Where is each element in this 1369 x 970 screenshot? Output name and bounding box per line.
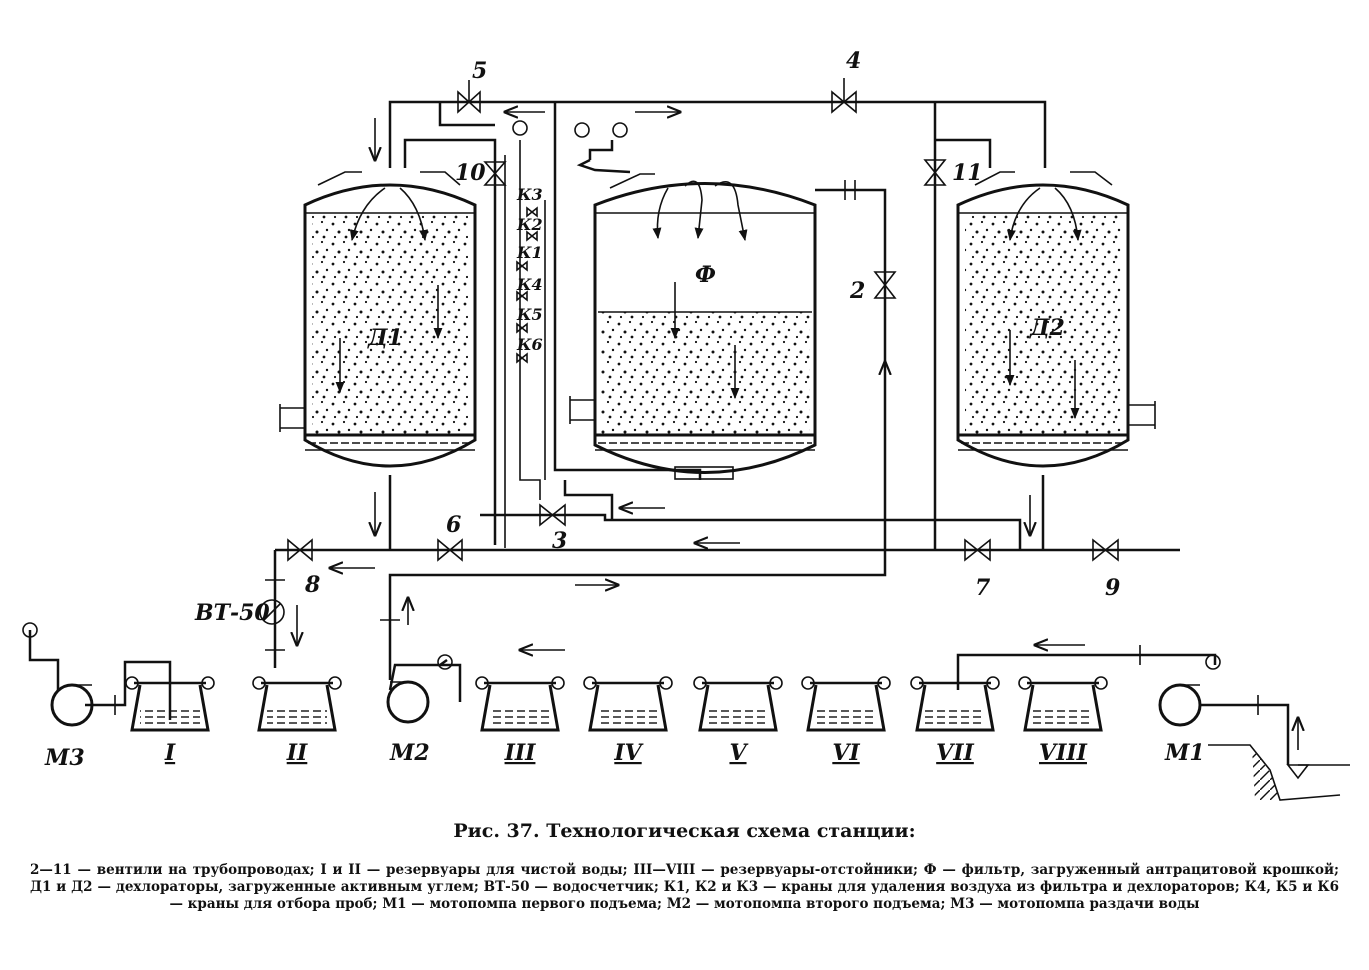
pump-m3-label: М3 [44, 745, 85, 771]
tank-4: IV [583, 676, 673, 766]
pump-m2 [386, 680, 430, 724]
cock-k1-label: К1 [516, 243, 543, 262]
figure-title: Рис. 37. Технологическая схема станции: [453, 820, 916, 842]
dechlorator-d1 [279, 171, 477, 468]
valve-9-label: 9 [1105, 575, 1120, 601]
valve-8-label: 8 [304, 572, 320, 598]
tank-7: VII [910, 676, 1000, 766]
tank-3-label: III [504, 740, 537, 766]
valve-9 [1092, 538, 1119, 562]
valve-7 [964, 538, 991, 562]
valve-3 [539, 503, 566, 527]
pump-m3 [50, 683, 94, 727]
dechlorator-d2 [956, 171, 1156, 468]
dechlorator-1-label: Д1 [367, 325, 403, 351]
cock-k4-label: К4 [516, 275, 543, 294]
pump-m2-label: М2 [389, 740, 430, 766]
valve-2 [873, 271, 897, 299]
pump-m1 [1158, 683, 1202, 727]
filter-f [569, 173, 817, 480]
labels: 5 4 10 11 2 3 6 8 7 9 К3 К2 К1 К4 К5 К6 … [44, 48, 1205, 771]
tank-3: III [475, 676, 565, 766]
tank-5: V [693, 676, 783, 766]
river-bank [1208, 744, 1350, 801]
tank-2: II [252, 676, 342, 766]
dechlorator-2-label: Д2 [1029, 315, 1065, 341]
valve-6-label: 6 [446, 512, 461, 538]
cock-k5-label: К5 [516, 305, 543, 324]
valve-11-label: 11 [952, 160, 983, 186]
valve-7-label: 7 [975, 575, 991, 601]
tank-7-label: VII [936, 740, 974, 766]
valve-4 [831, 78, 857, 114]
tank-8: VIII [1018, 676, 1108, 766]
valve-11 [923, 159, 947, 186]
water-meter-vt50 [259, 599, 285, 625]
pump-m1-label: М1 [1164, 740, 1205, 766]
tank-1: I [125, 676, 215, 766]
valve-8 [287, 538, 313, 562]
valve-10 [483, 161, 507, 186]
internal-flow-arrows [335, 180, 1082, 420]
valve-2-label: 2 [849, 278, 865, 304]
valve-6 [437, 538, 463, 562]
cock-k2-label: К2 [516, 215, 543, 234]
cocks-column [516, 206, 538, 364]
valve-5-label: 5 [472, 58, 487, 84]
valve-3-label: 3 [552, 528, 567, 554]
tank-6-label: VI [832, 740, 860, 766]
pipelines [28, 100, 1290, 765]
figure-legend: 2—11 — вентили на трубопроводах; I и II … [30, 862, 1339, 912]
valve-4-label: 4 [846, 48, 861, 74]
cock-k3-label: К3 [516, 185, 543, 204]
tank-1-label: I [164, 740, 176, 766]
valve-5 [457, 80, 481, 114]
filter-label: Ф [695, 262, 716, 288]
valve-10-label: 10 [455, 160, 486, 186]
meter-label: ВТ-50 [194, 600, 270, 626]
tank-8-label: VIII [1039, 740, 1088, 766]
cock-k6-label: К6 [516, 335, 543, 354]
pipe-flow-arrows [297, 112, 1298, 750]
tank-4-label: IV [613, 740, 643, 766]
pressure-gauges [22, 120, 1221, 670]
tank-5-label: V [729, 740, 748, 766]
tank-6: VI [801, 676, 891, 766]
tank-2-label: II [286, 740, 308, 766]
